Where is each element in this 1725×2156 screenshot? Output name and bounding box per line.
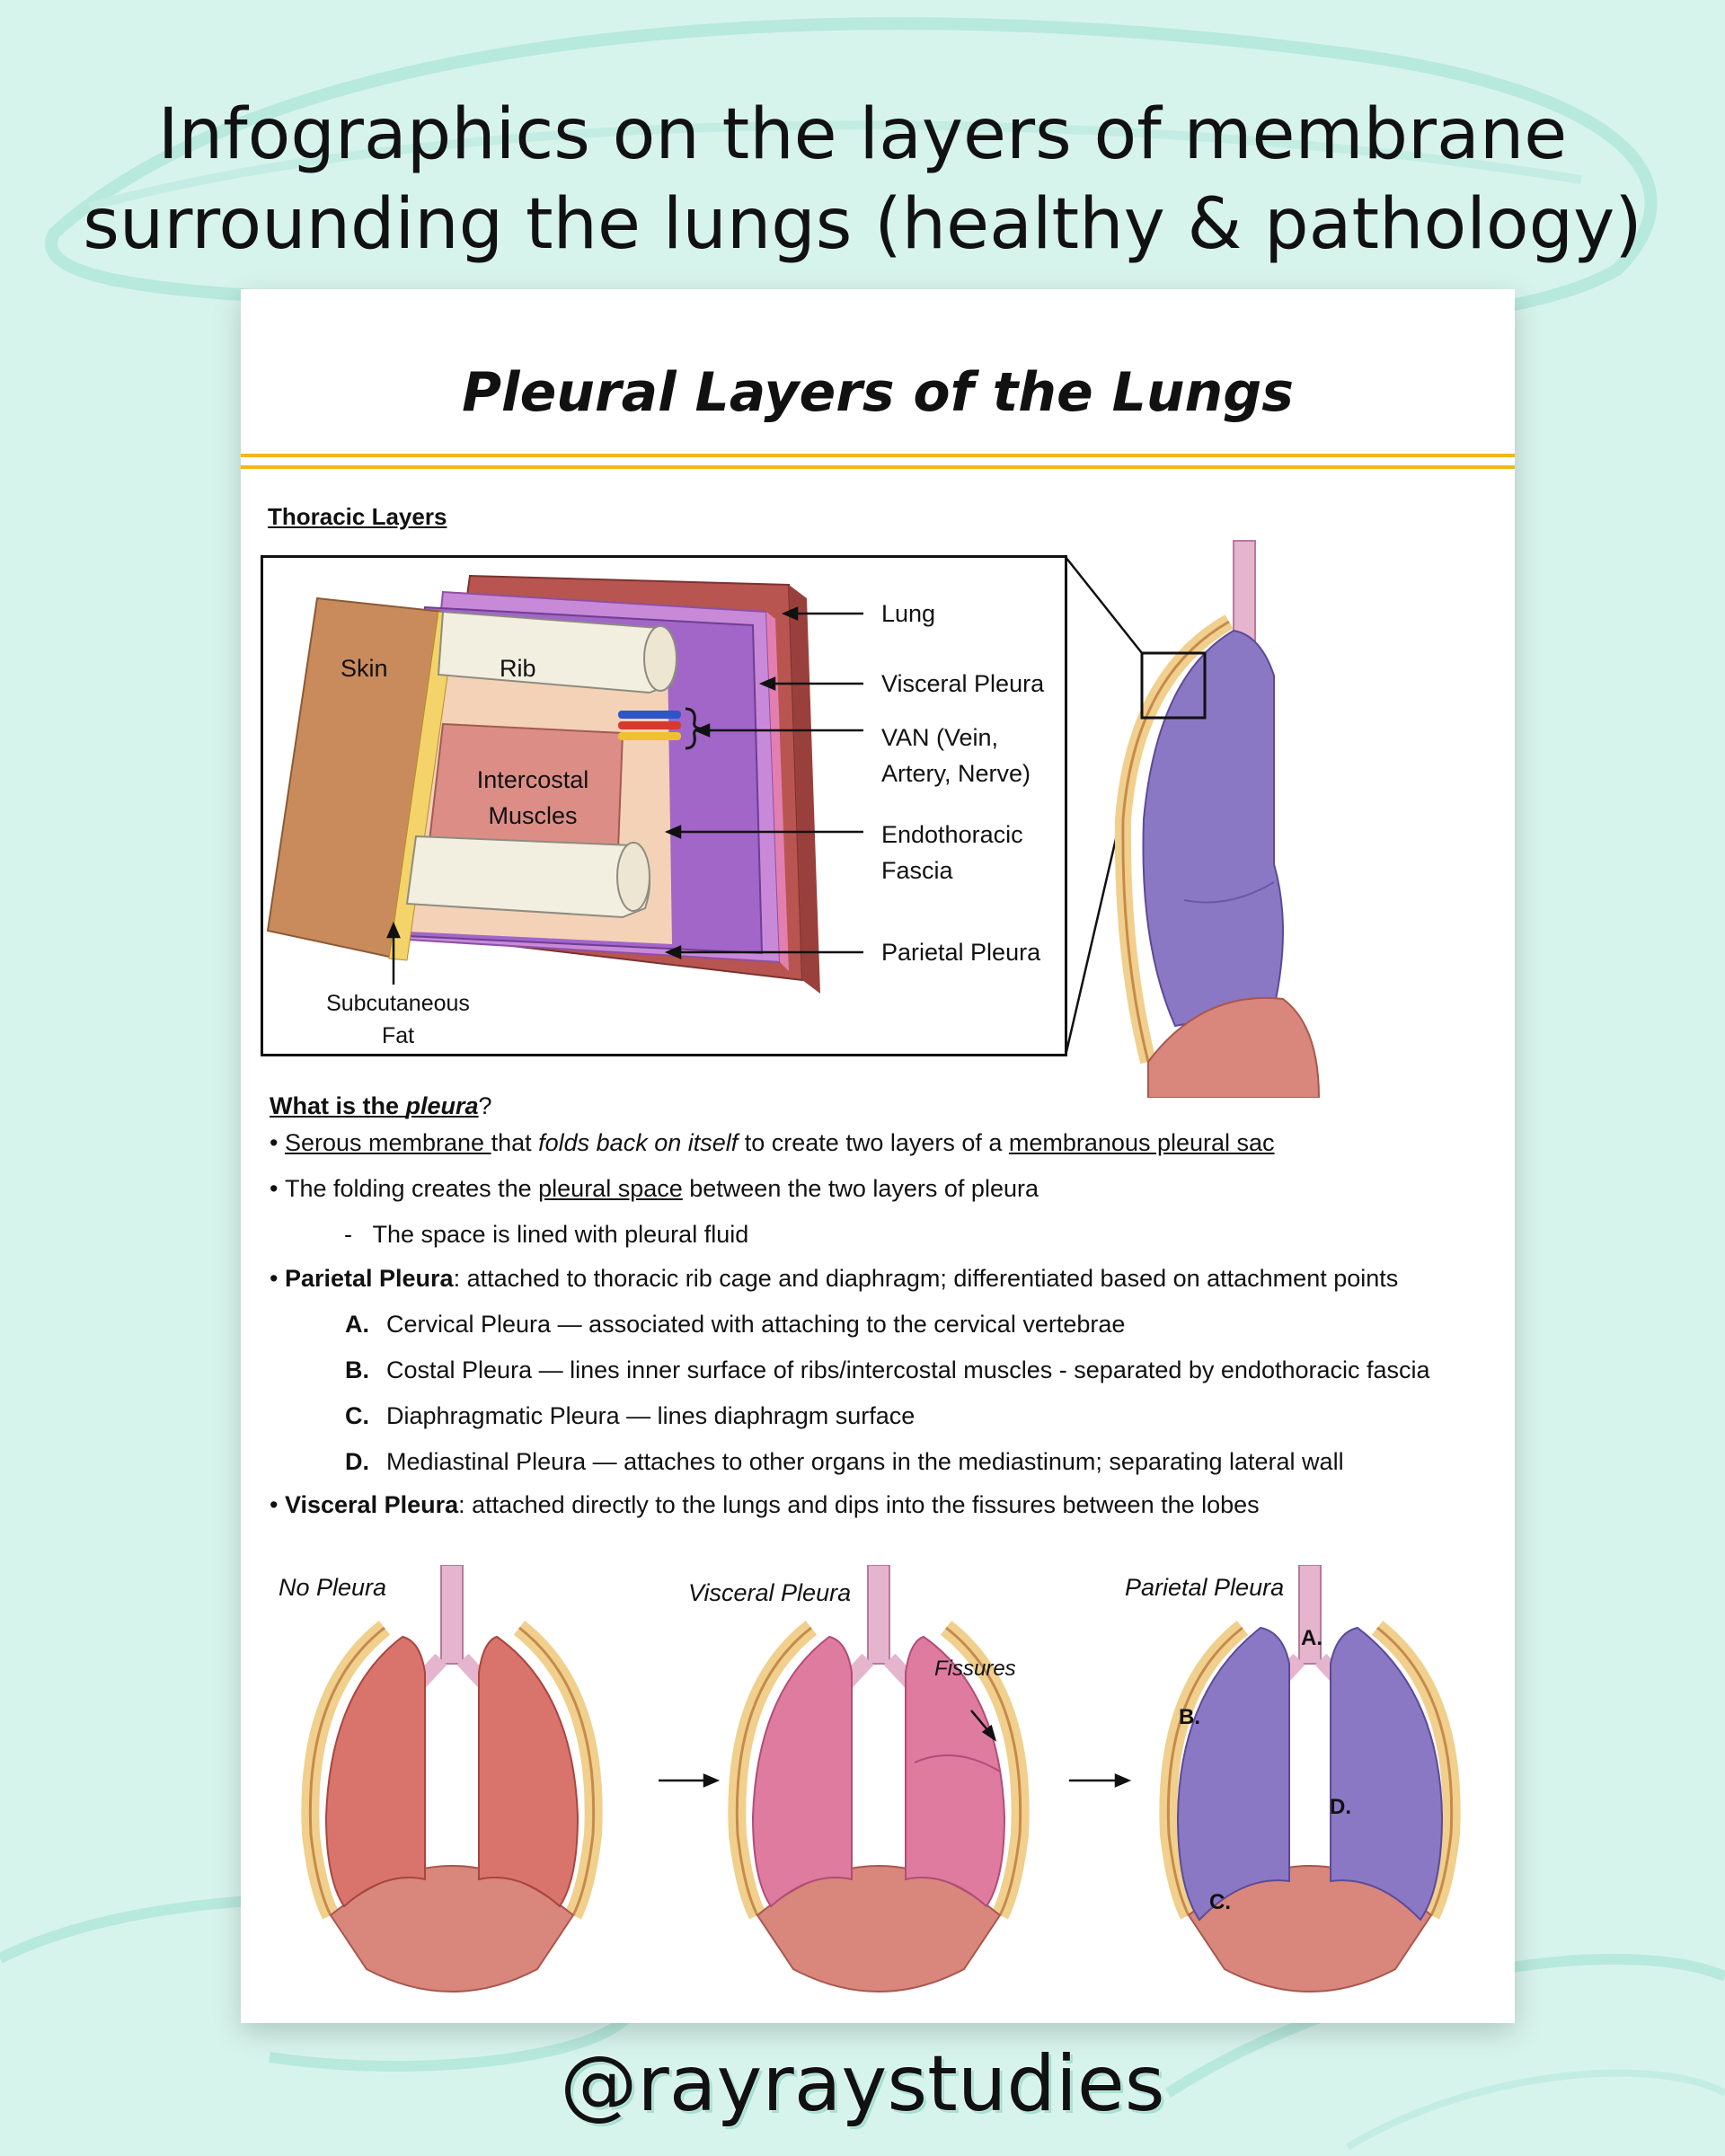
title-rule-top [241, 454, 1515, 457]
item-b: B. Costal Pleura — lines inner surface of… [345, 1356, 1430, 1384]
b1-d: to create two layers of a [738, 1129, 1009, 1156]
item-d-text: Mediastinal Pleura — attaches to other o… [386, 1448, 1344, 1475]
label-endo-line-1: Endothoracic [881, 821, 1023, 848]
marker-a: A. [1301, 1626, 1322, 1650]
caption-visceral-pleura: Visceral Pleura [688, 1579, 852, 1606]
b4-rest: : attached directly to the lungs and dip… [458, 1491, 1260, 1518]
b2-b: pleural space [538, 1175, 683, 1202]
bullet-pleural-space: • The folding creates the pleural space … [270, 1175, 1039, 1202]
zoom-lung-illustration [1064, 540, 1321, 1098]
label-intercostal-muscles: Intercostal Muscles [447, 762, 618, 834]
b2-a: The folding creates the [284, 1175, 539, 1202]
item-b-letter: B. [345, 1356, 369, 1383]
headline: Infographics on the layers of membrane s… [0, 90, 1725, 270]
thoracic-layers-diagram: Skin Rib Intercostal Muscles Lung Viscer… [261, 555, 1067, 1056]
label-van-line-1: VAN (Vein, [881, 724, 999, 751]
heading-pre: What is the [270, 1092, 406, 1119]
item-c-letter: C. [345, 1402, 369, 1429]
b2-sub: The space is lined with pleural fluid [372, 1221, 749, 1248]
label-subq-line-2: Fat [381, 1023, 415, 1048]
b1-a: Serous membrane [284, 1129, 491, 1156]
headline-line-2: surrounding the lungs (healthy & patholo… [83, 184, 1642, 265]
label-subq-line-1: Subcutaneous [326, 991, 470, 1016]
label-intercostal-line-1: Intercostal [476, 766, 589, 793]
label-intercostal-line-2: Muscles [488, 802, 578, 829]
title-rule-bottom [241, 465, 1515, 469]
lung-panels-illustration [241, 1565, 1515, 2023]
item-a-letter: A. [345, 1311, 369, 1338]
item-c-text: Diaphragmatic Pleura — lines diaphragm s… [386, 1402, 916, 1429]
item-a: A. Cervical Pleura — associated with atta… [345, 1311, 1125, 1339]
label-lung: Lung [881, 600, 936, 627]
document-page: Pleural Layers of the Lungs Thoracic Lay… [241, 289, 1515, 2023]
b1-e: membranous pleural sac [1008, 1129, 1275, 1156]
label-fissures: Fissures [934, 1657, 1016, 1681]
item-a-text: Cervical Pleura — associated with attach… [386, 1311, 1126, 1338]
caption-no-pleura: No Pleura [279, 1574, 387, 1601]
author-handle: @rayraystudies [560, 2039, 1165, 2129]
caption-parietal-pleura: Parietal Pleura [1125, 1574, 1285, 1601]
label-endothoracic-fascia: Endothoracic Fascia [881, 817, 1023, 888]
what-is-pleura-heading: What is the pleura? [270, 1092, 492, 1120]
item-c: C. Diaphragmatic Pleura — lines diaphragm… [345, 1402, 915, 1430]
panel-parietal-pleura [1168, 1565, 1451, 1992]
bullet-parietal-pleura: • Parietal Pleura: attached to thoracic … [270, 1265, 1399, 1292]
heading-em: pleura [405, 1092, 479, 1119]
section-heading: Thoracic Layers [268, 503, 447, 530]
b2-c: between the two layers of pleura [682, 1175, 1039, 1202]
marker-c: C. [1209, 1890, 1231, 1914]
thoracic-layers-illustration [266, 574, 863, 994]
label-van-line-2: Artery, Nerve) [881, 760, 1031, 787]
label-subcutaneous-fat: Subcutaneous Fat [299, 987, 497, 1052]
b3-bold: Parietal Pleura [284, 1265, 454, 1292]
item-d: D. Mediastinal Pleura — attaches to other… [345, 1448, 1344, 1476]
marker-b: B. [1179, 1705, 1200, 1729]
label-endo-line-2: Fascia [881, 857, 953, 884]
b1-c: folds back on itself [538, 1129, 739, 1156]
label-van: VAN (Vein, Artery, Nerve) [881, 720, 1031, 791]
document-title: Pleural Layers of the Lungs [462, 361, 1294, 424]
label-visceral-pleura: Visceral Pleura [881, 670, 1045, 697]
headline-line-1: Infographics on the layers of membrane [157, 94, 1568, 175]
b4-bold: Visceral Pleura [284, 1491, 459, 1518]
b3-rest: : attached to thoracic rib cage and diap… [453, 1265, 1399, 1292]
panel-visceral-pleura [737, 1565, 1020, 1992]
item-d-letter: D. [345, 1448, 369, 1475]
marker-d: D. [1330, 1795, 1351, 1819]
label-rib: Rib [500, 655, 536, 682]
label-parietal-pleura: Parietal Pleura [881, 939, 1041, 966]
sub-bullet-pleural-fluid: - The space is lined with pleural fluid [344, 1221, 749, 1248]
bullet-serous-membrane: • Serous membrane that folds back on its… [270, 1129, 1275, 1156]
item-b-text: Costal Pleura — lines inner surface of r… [386, 1356, 1430, 1383]
bullet-visceral-pleura: • Visceral Pleura: attached directly to … [270, 1491, 1260, 1518]
heading-post: ? [478, 1092, 492, 1119]
b1-b: that [491, 1129, 539, 1156]
label-skin: Skin [341, 655, 388, 682]
panel-no-pleura [310, 1565, 593, 1992]
